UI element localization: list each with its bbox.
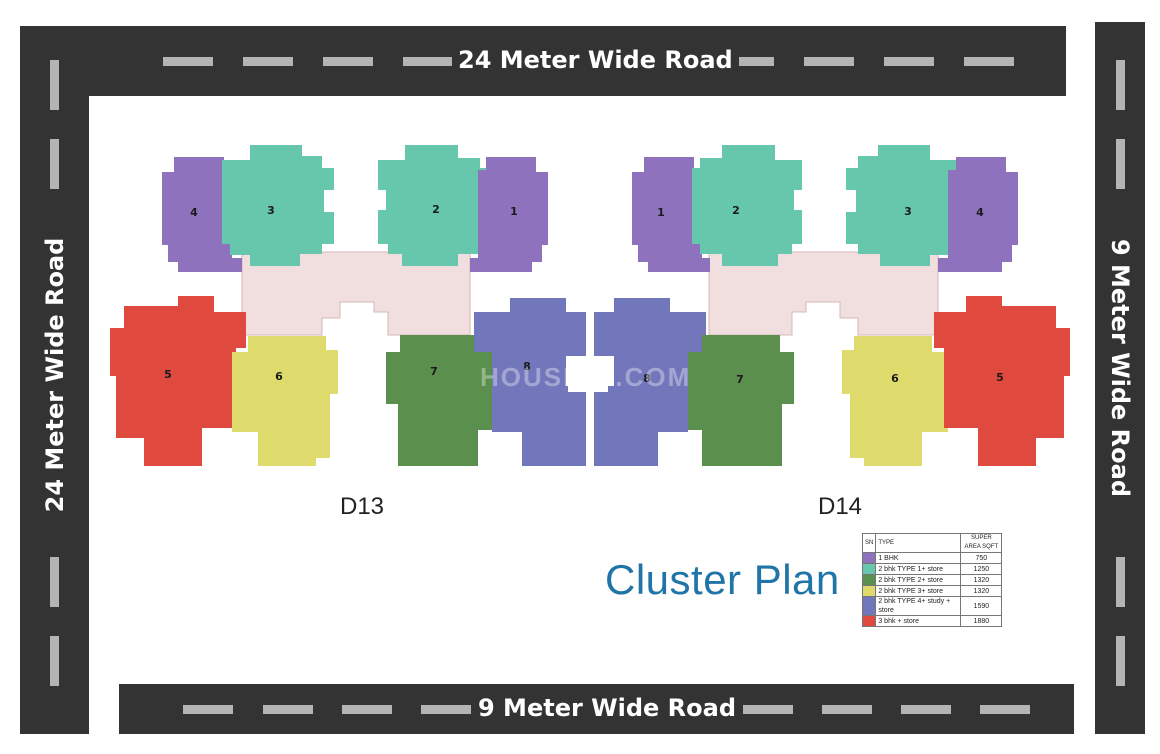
cluster-plan-title: Cluster Plan: [605, 556, 840, 603]
road-dash: [50, 557, 59, 607]
road-dash: [1116, 557, 1125, 607]
legend-swatch: [861, 596, 877, 616]
road-dash: [1116, 139, 1125, 189]
legend-area: 1320: [960, 585, 1003, 597]
legend-header-area: SUPER AREA SQFT: [960, 533, 1003, 553]
legend-row: 3 bhk + store 1880: [861, 615, 1003, 627]
d13-unit-5: [110, 296, 246, 466]
legend-area: 1880: [960, 615, 1003, 627]
d14-unit-8: [594, 298, 706, 466]
legend-type: 2 bhk TYPE 2+ store: [875, 574, 962, 586]
d14-unit-4-number: 4: [976, 206, 984, 219]
road-dash: [743, 705, 793, 714]
road-dash: [964, 57, 1014, 66]
road-dash: [901, 705, 951, 714]
road-dash: [50, 636, 59, 686]
d14-unit-2-number: 2: [732, 204, 740, 217]
d14-unit-5-number: 5: [996, 371, 1004, 384]
legend-type: 2 bhk TYPE 4+ study + store: [875, 596, 962, 616]
d13-unit-7-number: 7: [430, 365, 438, 378]
legend-area: 1320: [960, 574, 1003, 586]
d13-unit-6: [232, 336, 338, 466]
d13-unit-3: [222, 145, 334, 266]
road-dash: [403, 57, 453, 66]
road-dash: [263, 705, 313, 714]
d13-unit-3-number: 3: [267, 204, 275, 217]
top-road-label: 24 Meter Wide Road: [452, 46, 739, 74]
d13-unit-2: [378, 145, 488, 266]
legend-row: 2 bhk TYPE 3+ store 1320: [861, 585, 1003, 597]
road-dash: [183, 705, 233, 714]
legend-row: 2 bhk TYPE 1+ store 1250: [861, 563, 1003, 575]
d14-unit-3: [846, 145, 958, 266]
road-dash: [980, 705, 1030, 714]
road-dash: [724, 57, 774, 66]
bottom-road-label: 9 Meter Wide Road: [472, 694, 743, 722]
road-dash: [243, 57, 293, 66]
d14-unit-2: [692, 145, 802, 266]
legend-area: 750: [960, 552, 1003, 564]
d14-unit-1: [632, 157, 710, 272]
road-dash: [163, 57, 213, 66]
tower-d14-label: D14: [818, 493, 863, 520]
d13-unit-2-number: 2: [432, 203, 440, 216]
road-dash: [50, 60, 59, 110]
d13-unit-5-number: 5: [164, 368, 172, 381]
legend-row: 1 BHK 750: [861, 552, 1003, 564]
legend-row: 2 bhk TYPE 2+ store 1320: [861, 574, 1003, 586]
road-dash: [421, 705, 471, 714]
legend-area: 1250: [960, 563, 1003, 575]
d13-unit-8: [474, 298, 586, 466]
d13-unit-8-number: 8: [523, 360, 531, 373]
road-dash: [323, 57, 373, 66]
legend-header-row: SN TYPE SUPER AREA SQFT: [861, 533, 1003, 553]
road-dash: [804, 57, 854, 66]
d13-unit-6-number: 6: [275, 370, 283, 383]
legend-header-sn: SN: [861, 533, 877, 553]
d14-unit-5: [934, 296, 1070, 466]
d14-unit-6: [842, 336, 948, 466]
legend-swatch: [861, 585, 877, 597]
legend-swatch: [861, 574, 877, 586]
legend-area: 1590: [960, 596, 1003, 616]
legend-row: 2 bhk TYPE 4+ study + store 1590: [861, 596, 1003, 616]
road-dash: [50, 139, 59, 189]
d14-unit-7-number: 7: [736, 373, 744, 386]
d13-unit-1-number: 1: [510, 205, 518, 218]
d14-unit-3-number: 3: [904, 205, 912, 218]
legend-swatch: [861, 615, 877, 627]
road-dash: [822, 705, 872, 714]
road-dash: [1116, 636, 1125, 686]
legend-type: 2 bhk TYPE 3+ store: [875, 585, 962, 597]
d14-unit-4: [938, 157, 1018, 272]
tower-d13-label: D13: [340, 493, 385, 520]
legend-type: 2 bhk TYPE 1+ store: [875, 563, 962, 575]
legend-swatch: [861, 563, 877, 575]
d14-unit-1-number: 1: [657, 206, 665, 219]
d14-unit-6-number: 6: [891, 372, 899, 385]
road-dash: [884, 57, 934, 66]
legend-type: 3 bhk + store: [875, 615, 962, 627]
road-dash: [1116, 60, 1125, 110]
watermark: HOUSING.COM: [480, 362, 692, 392]
road-dash: [342, 705, 392, 714]
d13-unit-4-number: 4: [190, 206, 198, 219]
d13-unit-7: [386, 335, 492, 466]
legend-header-type: TYPE: [875, 533, 962, 553]
unit-type-legend: SN TYPE SUPER AREA SQFT 1 BHK 750 2 bhk …: [861, 533, 1003, 627]
legend-type: 1 BHK: [875, 552, 962, 564]
d13-unit-1: [470, 157, 548, 272]
legend-swatch: [861, 552, 877, 564]
central-courtyard: [568, 358, 608, 392]
d14-unit-7: [688, 335, 794, 466]
d14-unit-8-number: 8: [643, 372, 651, 385]
